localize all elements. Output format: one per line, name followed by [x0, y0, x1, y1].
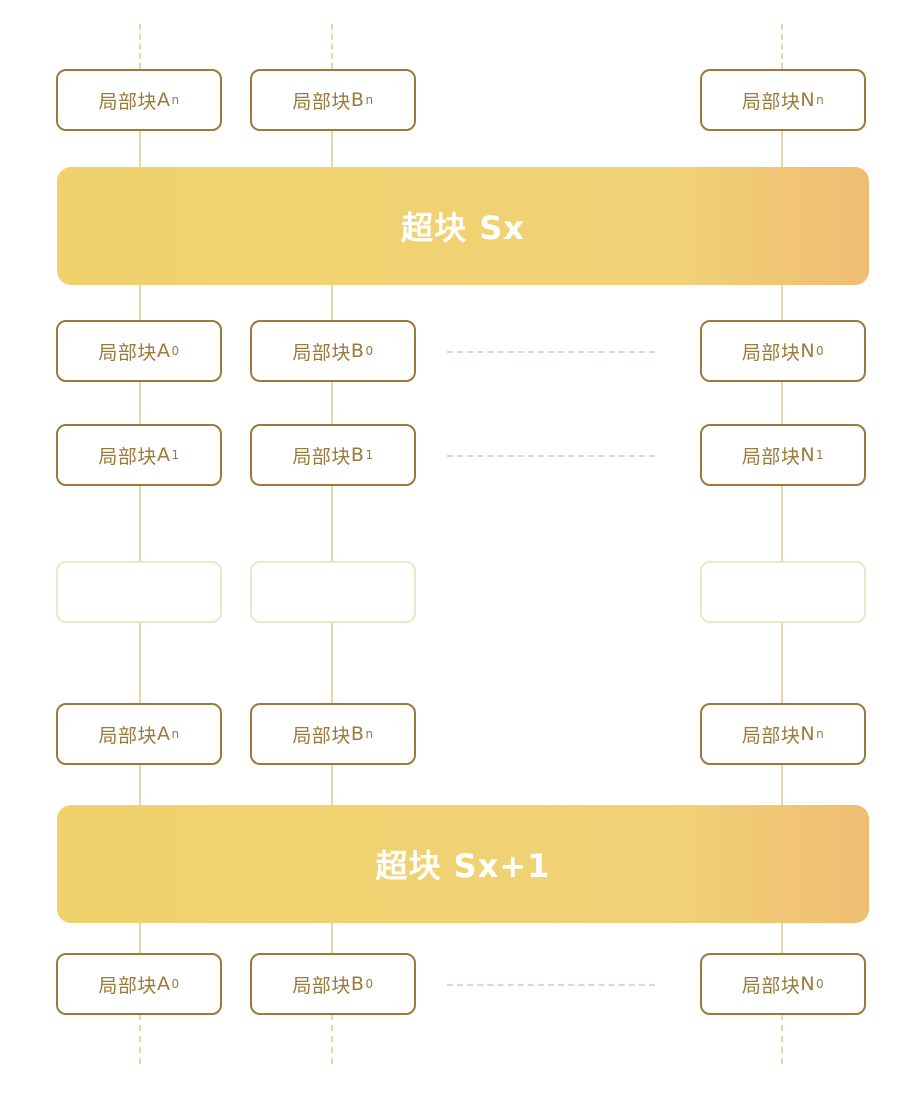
block-column: N	[800, 973, 816, 995]
chain-line-n	[781, 130, 783, 955]
block-column: B	[350, 89, 365, 111]
block-prefix: 局部块	[741, 724, 801, 747]
chain-stub-top-a	[139, 24, 141, 69]
block-column: B	[350, 340, 365, 362]
block-column: B	[350, 723, 365, 745]
super-block-sx-plus-1: 超块 Sx+1	[57, 805, 869, 923]
block-index: 0	[816, 977, 825, 991]
block-column: N	[800, 340, 816, 362]
block-prefix: 局部块	[292, 90, 351, 113]
super-block-sx: 超块 Sx	[57, 167, 869, 285]
block-prefix: 局部块	[741, 341, 801, 364]
super-block-label: 超块 Sx	[401, 209, 525, 247]
block-index: 0	[365, 977, 374, 991]
block-prefix: 局部块	[98, 90, 157, 113]
block-column: B	[350, 973, 365, 995]
super-block-label: 超块 Sx+1	[375, 847, 551, 885]
chain-stub-top-n	[781, 24, 783, 69]
block-column: A	[156, 444, 171, 466]
block-placeholder-a	[56, 561, 222, 623]
ellipsis-line-row-1	[447, 455, 655, 457]
block-prefix: 局部块	[98, 974, 157, 997]
block-prefix: 局部块	[741, 974, 801, 997]
chain-stub-bottom-n	[781, 1014, 783, 1064]
block-column: A	[156, 723, 171, 745]
block-column: B	[350, 444, 365, 466]
block-prefix: 局部块	[98, 341, 157, 364]
block-column: A	[156, 973, 171, 995]
block-column: A	[156, 340, 171, 362]
block-column: A	[156, 89, 171, 111]
block-index: 1	[365, 448, 374, 462]
block-index: n	[171, 93, 180, 107]
block-index: n	[171, 727, 180, 741]
block-prefix: 局部块	[98, 724, 157, 747]
block-prefix: 局部块	[292, 974, 351, 997]
block-index: 0	[171, 344, 180, 358]
block-index: n	[365, 93, 374, 107]
block-placeholder-b	[250, 561, 416, 623]
block-prefix: 局部块	[292, 341, 351, 364]
block-column: N	[800, 723, 816, 745]
chain-stub-bottom-a	[139, 1014, 141, 1064]
chain-line-a	[139, 130, 141, 955]
block-prefix: 局部块	[292, 445, 351, 468]
block-index: 0	[171, 977, 180, 991]
chain-stub-bottom-b	[331, 1014, 333, 1064]
block-prefix: 局部块	[292, 724, 351, 747]
block-column: N	[800, 89, 816, 111]
block-index: 0	[816, 344, 825, 358]
block-placeholder-n	[700, 561, 866, 623]
block-index: n	[816, 93, 825, 107]
chain-stub-top-b	[331, 24, 333, 69]
chain-line-b	[331, 130, 333, 955]
block-column: N	[800, 444, 816, 466]
block-index: 0	[365, 344, 374, 358]
block-prefix: 局部块	[741, 445, 801, 468]
block-index: 1	[816, 448, 825, 462]
ellipsis-line-row-bottom-0	[447, 984, 655, 986]
block-prefix: 局部块	[741, 90, 801, 113]
block-index: n	[365, 727, 374, 741]
block-prefix: 局部块	[98, 445, 157, 468]
ellipsis-line-row-0	[447, 351, 655, 353]
block-index: 1	[171, 448, 180, 462]
block-index: n	[816, 727, 825, 741]
